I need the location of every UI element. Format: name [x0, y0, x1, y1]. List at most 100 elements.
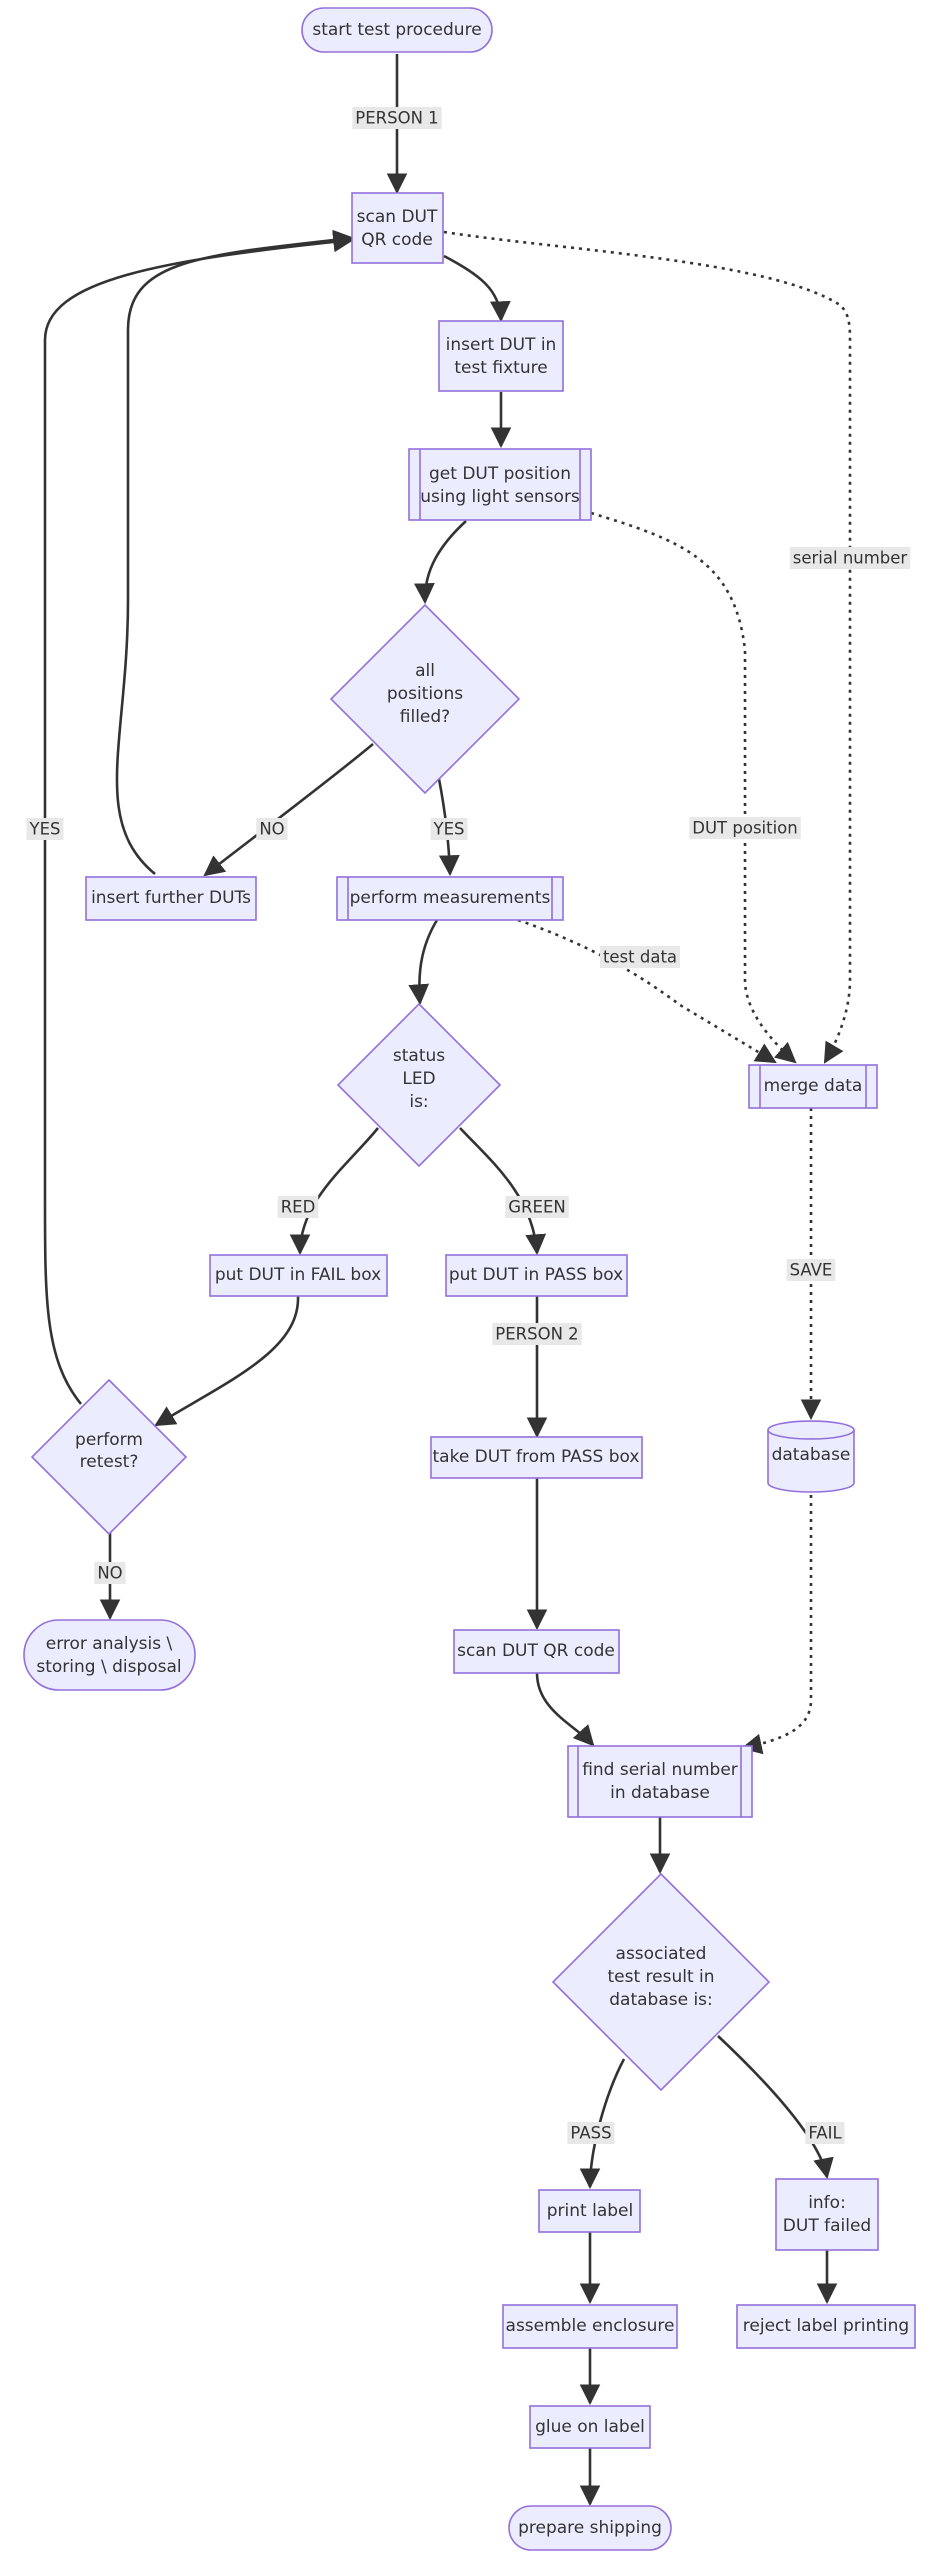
- node-get-dut-position[interactable]: get DUT position using light sensors: [408, 448, 592, 521]
- svg-text:info:: info:: [808, 2193, 846, 2213]
- edge-further-to-scan: [115, 229, 355, 875]
- edge-label-person1: PERSON 1: [352, 107, 442, 129]
- node-put-dut-fail-box[interactable]: put DUT in FAIL box: [209, 1254, 388, 1297]
- edge-db-to-find: [740, 1495, 813, 1755]
- svg-text:prepare shipping: prepare shipping: [518, 2518, 662, 2538]
- node-scan-dut-qr[interactable]: scan DUT QR code: [351, 192, 444, 264]
- edge-retest-yes-to-scan: [43, 231, 355, 1405]
- node-prepare-shipping[interactable]: prepare shipping: [508, 2505, 672, 2551]
- svg-text:assemble enclosure: assemble enclosure: [506, 2316, 675, 2336]
- svg-text:NO: NO: [259, 820, 284, 839]
- node-status-led[interactable]: status LED is:: [336, 1002, 502, 1168]
- edge-meas-to-status: [408, 919, 439, 1006]
- node-all-positions-filled[interactable]: all positions filled?: [329, 603, 521, 795]
- node-insert-dut-fixture[interactable]: insert DUT in test fixture: [438, 320, 564, 392]
- node-merge-data[interactable]: merge data: [748, 1064, 878, 1109]
- edge-scan2-to-find: [535, 1672, 595, 1747]
- edge-label-yes-allfilled: YES: [430, 818, 468, 840]
- node-print-label[interactable]: print label: [538, 2189, 641, 2233]
- svg-text:error analysis \: error analysis \: [46, 1634, 173, 1654]
- nodes: start test procedure scan DUT QR code in…: [23, 7, 916, 2551]
- svg-text:LED: LED: [402, 1069, 435, 1089]
- node-database[interactable]: database: [767, 1420, 855, 1493]
- svg-text:storing \ disposal: storing \ disposal: [36, 1657, 181, 1677]
- node-perform-retest[interactable]: perform retest?: [30, 1378, 188, 1536]
- svg-text:NO: NO: [97, 1564, 122, 1583]
- svg-text:database: database: [772, 1445, 851, 1465]
- edge-fail-to-retest: [154, 1295, 300, 1427]
- edge-position-to-allfilled: [414, 520, 467, 605]
- node-reject-label-printing[interactable]: reject label printing: [736, 2304, 916, 2349]
- edge-dut-position: [590, 511, 797, 1064]
- svg-text:DUT position: DUT position: [692, 819, 797, 838]
- node-assemble-enclosure[interactable]: assemble enclosure: [502, 2304, 678, 2349]
- svg-text:perform: perform: [75, 1430, 143, 1450]
- svg-text:status: status: [393, 1046, 445, 1066]
- edge-label-serial-number: serial number: [789, 547, 911, 569]
- svg-text:is:: is:: [409, 1092, 428, 1112]
- edge-scan-to-insert: [443, 254, 511, 323]
- edge-serial-number: [443, 230, 852, 1064]
- edge-label-red: RED: [277, 1196, 319, 1218]
- svg-text:start test procedure: start test procedure: [312, 20, 481, 40]
- svg-text:PERSON 1: PERSON 1: [355, 109, 438, 128]
- node-put-dut-pass-box[interactable]: put DUT in PASS box: [445, 1254, 628, 1297]
- edge-label-green: GREEN: [505, 1196, 569, 1218]
- edge-labels: PERSON 1 serial number DUT position test…: [26, 107, 911, 2144]
- node-info-dut-failed[interactable]: info: DUT failed: [775, 2178, 879, 2251]
- svg-text:YES: YES: [29, 820, 61, 839]
- svg-text:find serial number: find serial number: [582, 1760, 738, 1780]
- edge-status-green: [459, 1127, 547, 1256]
- node-error-analysis[interactable]: error analysis \ storing \ disposal: [23, 1619, 196, 1691]
- node-start-test-procedure[interactable]: start test procedure: [301, 7, 493, 53]
- svg-text:glue on label: glue on label: [535, 2417, 645, 2437]
- svg-text:all: all: [415, 661, 435, 681]
- svg-text:serial number: serial number: [793, 549, 908, 568]
- svg-text:put DUT in FAIL box: put DUT in FAIL box: [215, 1265, 381, 1285]
- edge-test-data: [517, 918, 777, 1064]
- svg-text:database is:: database is:: [609, 1990, 713, 2010]
- edge-label-dut-position: DUT position: [689, 817, 801, 839]
- svg-text:merge data: merge data: [764, 1076, 863, 1096]
- node-glue-on-label[interactable]: glue on label: [529, 2405, 651, 2449]
- svg-text:scan DUT: scan DUT: [357, 207, 438, 227]
- svg-text:get DUT position: get DUT position: [429, 464, 571, 484]
- svg-text:retest?: retest?: [80, 1452, 139, 1472]
- edge-status-red: [289, 1127, 380, 1256]
- svg-text:filled?: filled?: [400, 707, 450, 727]
- svg-text:associated: associated: [616, 1944, 707, 1964]
- svg-text:test result in: test result in: [607, 1967, 714, 1987]
- node-perform-measurements[interactable]: perform measurements: [336, 876, 564, 921]
- svg-text:insert further DUTs: insert further DUTs: [91, 888, 251, 908]
- svg-text:test fixture: test fixture: [454, 358, 547, 378]
- node-associated-test-result[interactable]: associated test result in database is:: [551, 1872, 771, 2092]
- edge-allfilled-no: [203, 743, 374, 877]
- svg-text:positions: positions: [387, 684, 463, 704]
- svg-text:YES: YES: [433, 820, 465, 839]
- node-insert-further-duts[interactable]: insert further DUTs: [85, 876, 257, 921]
- svg-text:using light sensors: using light sensors: [420, 487, 580, 507]
- edge-assoc-fail: [717, 2035, 834, 2180]
- node-take-dut-from-pass-box[interactable]: take DUT from PASS box: [430, 1436, 643, 1479]
- svg-text:SAVE: SAVE: [790, 1261, 833, 1280]
- edge-label-no-allfilled: NO: [256, 818, 288, 840]
- edge-label-pass: PASS: [567, 2122, 615, 2144]
- svg-text:PASS: PASS: [570, 2124, 611, 2143]
- svg-text:RED: RED: [281, 1198, 316, 1217]
- svg-text:DUT failed: DUT failed: [783, 2216, 871, 2236]
- edge-label-person2: PERSON 2: [492, 1323, 582, 1345]
- node-scan-dut-qr-code-2[interactable]: scan DUT QR code: [453, 1629, 620, 1674]
- svg-text:test data: test data: [603, 948, 677, 967]
- svg-text:FAIL: FAIL: [808, 2124, 842, 2143]
- svg-text:scan DUT QR code: scan DUT QR code: [457, 1641, 615, 1661]
- edge-label-no-retest: NO: [94, 1562, 126, 1584]
- svg-text:put DUT in PASS box: put DUT in PASS box: [449, 1265, 623, 1285]
- edge-label-save: SAVE: [786, 1259, 836, 1281]
- svg-text:QR code: QR code: [361, 230, 433, 250]
- svg-text:print label: print label: [547, 2201, 633, 2221]
- svg-text:PERSON 2: PERSON 2: [495, 1325, 578, 1344]
- svg-text:perform measurements: perform measurements: [350, 888, 551, 908]
- node-find-serial-number[interactable]: find serial number in database: [567, 1745, 753, 1818]
- svg-text:insert DUT in: insert DUT in: [446, 335, 557, 355]
